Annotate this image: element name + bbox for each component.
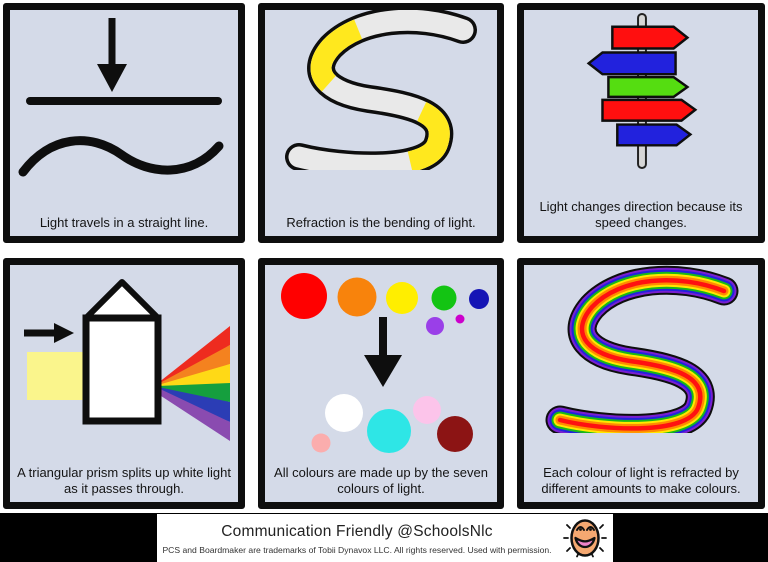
footer-title: Communication Friendly @SchoolsNlc	[221, 523, 493, 540]
panel-refraction-amounts: Each colour of light is refracted by dif…	[517, 258, 765, 509]
prism-rainbow-icon	[24, 279, 230, 441]
panel-caption: All colours are made up by the seven col…	[274, 465, 488, 497]
panel-caption: Each colour of light is refracted by dif…	[541, 465, 741, 497]
panel-refraction-bending: Refraction is the bending of light.	[258, 3, 504, 243]
signpost-icon	[586, 12, 698, 170]
s-bend-tube-icon	[285, 10, 477, 170]
panel-direction-change: Light changes direction because its spee…	[517, 3, 765, 243]
panel-caption: Refraction is the bending of light.	[286, 215, 476, 231]
footer-text-block: Communication Friendly @SchoolsNlc PCS a…	[157, 521, 557, 555]
panel-light-straight-line: Light travels in a straight line.	[3, 3, 245, 243]
panel-seven-colours: All colours are made up by the seven col…	[258, 258, 504, 509]
panel-prism-split: A triangular prism splits up white light…	[3, 258, 245, 509]
panel-caption: Light changes direction because its spee…	[539, 199, 743, 231]
down-arrow-and-lines-icon	[18, 18, 224, 177]
rainbow-s-icon	[545, 265, 739, 433]
footer-disclaimer: PCS and Boardmaker are trademarks of Tob…	[162, 545, 552, 555]
colour-dots-arrow-icon	[281, 273, 489, 453]
panel-caption: Light travels in a straight line.	[39, 215, 209, 231]
smiley-face-icon	[563, 519, 607, 558]
footer-credit-box: Communication Friendly @SchoolsNlc PCS a…	[157, 514, 613, 562]
panel-caption: A triangular prism splits up white light…	[17, 465, 231, 497]
